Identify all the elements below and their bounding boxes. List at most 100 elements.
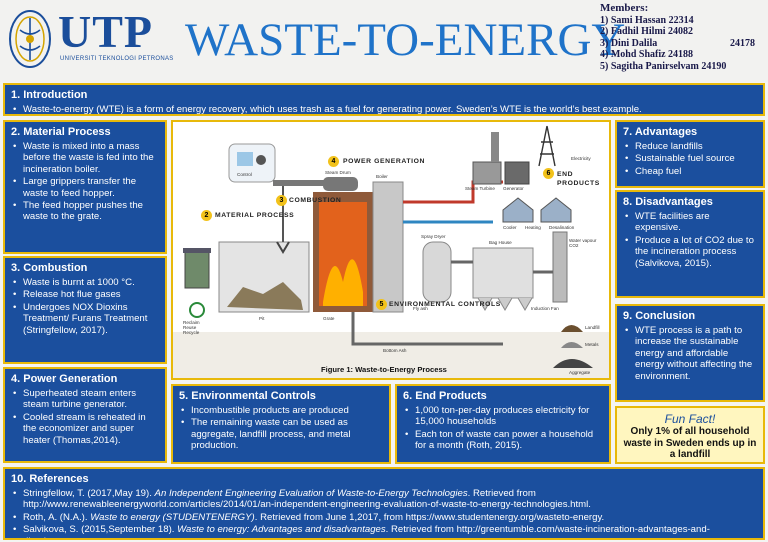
references-panel: 10. References Stringfellow, T. (2017,Ma… — [3, 467, 765, 540]
diagram-small-label: Control — [237, 172, 252, 177]
diagram-small-label: Aggregate — [569, 370, 591, 375]
diagram-small-label: Reclaim Reuse Recycle — [183, 320, 200, 335]
advantages-heading: 7. Advantages — [623, 126, 698, 138]
combustion-panel: 3. Combustion Waste is burnt at 1000 °C.… — [3, 256, 167, 364]
material-process-panel: 2. Material Process Waste is mixed into … — [3, 120, 167, 254]
step-number-badge: 3 — [276, 195, 287, 206]
combustion-heading: 3. Combustion — [11, 262, 88, 274]
diagram-label-material: MATERIAL PROCESS — [215, 212, 295, 219]
list-item: Each ton of waste can power a household … — [405, 429, 603, 452]
reference-item: Salvikova, S. (2015,September 18). Waste… — [13, 524, 757, 538]
member-row: 4) Mohd Shafiz 24188 — [600, 49, 694, 60]
introduction-heading: 1. Introduction — [11, 89, 88, 101]
list-item: Superheated steam enters steam turbine g… — [13, 388, 159, 411]
generator — [504, 161, 530, 185]
list-item: Cheap fuel — [625, 166, 757, 178]
utp-logo-subtitle: UNIVERSITI TEKNOLOGI PETRONAS — [60, 56, 174, 62]
chimney — [491, 132, 499, 162]
diagram-label-combustion: COMBUSTION — [289, 197, 342, 204]
list-item: Cooled stream is reheated in the economi… — [13, 412, 159, 446]
reference-item: Roth, A. (N.A.). Waste to energy (STUDEN… — [13, 512, 757, 524]
wte-process-diagram: 4 POWER GENERATION 3 COMBUSTION 2 MATERI… — [171, 120, 611, 380]
diagram-label-env: ENVIRONMENTAL CONTROLS — [389, 301, 501, 308]
diagram-small-label: Water vapour CO2 — [569, 238, 597, 248]
reference-item: Stringfellow, T. (2017,May 19). An Indep… — [13, 488, 757, 511]
diagram-small-label: Bag House — [489, 240, 512, 245]
end-products-panel: 6. End Products 1,000 ton-per-day produc… — [395, 384, 611, 464]
environmental-controls-heading: 5. Environmental Controls — [179, 390, 316, 402]
power-generation-panel: 4. Power Generation Superheated steam en… — [3, 367, 167, 463]
end-products-heading: 6. End Products — [403, 390, 487, 402]
diagram-small-label: Spray Dryer — [421, 234, 446, 239]
spray-dryer — [422, 241, 452, 303]
step-number-badge: 4 — [328, 156, 339, 167]
step-number-badge: 6 — [543, 168, 554, 179]
list-item: The remaining waste can be used as aggre… — [181, 417, 383, 451]
diagram-small-label: Cooler — [503, 225, 517, 230]
members-heading: Members: — [600, 2, 649, 14]
diagram-small-label: Desalination — [549, 225, 575, 230]
diagram-small-label: Metals — [585, 342, 599, 347]
list-item: WTE facilities are expensive. — [625, 211, 757, 234]
diagram-small-label: Fly ash — [413, 306, 428, 311]
list-item: Reduce landfills — [625, 141, 757, 153]
list-item: Incombustible products are produced — [181, 405, 383, 417]
list-item: WTE process is a path to increase the su… — [625, 325, 757, 382]
members-list: Members: 1) Sami Hassan 22314 2) Fadhil … — [600, 2, 768, 72]
list-item: Waste is burnt at 1000 °C. — [13, 277, 159, 289]
page-title: WASTE-TO-ENERGY — [185, 14, 626, 66]
diagram-small-label: Steam Turbine — [465, 186, 495, 191]
diagram-small-label: Steam Drum — [325, 170, 351, 175]
bag-house — [472, 247, 534, 299]
aggregate-pile — [553, 359, 593, 368]
figure-caption: Figure 1: Waste-to-Energy Process — [321, 365, 447, 374]
waste-bin — [184, 251, 210, 289]
diagram-small-label: Electricity — [571, 156, 591, 161]
diagram-illustration — [173, 125, 609, 378]
fun-fact-title: Fun Fact! — [664, 412, 716, 426]
list-item: Produce a lot of CO2 due to the incinera… — [625, 235, 757, 269]
utp-logo-text: UTP — [58, 6, 153, 57]
diagram-label-end-products: END PRODUCTS — [557, 171, 600, 187]
advantages-panel: 7. Advantages Reduce landfills Sustainab… — [615, 120, 765, 188]
disadvantages-panel: 8. Disadvantages WTE facilities are expe… — [615, 190, 765, 298]
fun-fact-box: Fun Fact! Only 1% of all household waste… — [615, 406, 765, 464]
step-number-badge: 5 — [376, 299, 387, 310]
landfill-pile — [561, 325, 583, 332]
power-generation-heading: 4. Power Generation — [11, 373, 118, 385]
fun-fact-text: Only 1% of all household waste in Sweden… — [623, 426, 757, 460]
utp-logo: UTP UNIVERSITI TEKNOLOGI PETRONAS — [8, 6, 178, 76]
diagram-small-label: Induction Fan — [531, 306, 559, 311]
electricity-pylon — [538, 125, 556, 167]
diagram-small-label: Bottom Ash — [383, 348, 407, 353]
list-item: Release hot flue gases — [13, 289, 159, 301]
list-item: Waste is mixed into a mass before the wa… — [13, 141, 159, 175]
list-item: Large grippers transfer the waste to fee… — [13, 176, 159, 199]
diagram-small-label: Pit — [259, 316, 265, 321]
steam-turbine — [472, 161, 502, 185]
stack — [552, 231, 568, 303]
metal-pile — [561, 342, 583, 348]
diagram-small-label: Landfill — [585, 325, 600, 330]
conclusion-panel: 9. Conclusion WTE process is a path to i… — [615, 304, 765, 402]
houses — [502, 197, 534, 223]
introduction-panel: 1. Introduction Waste-to-energy (WTE) is… — [3, 83, 765, 116]
conclusion-heading: 9. Conclusion — [623, 310, 696, 322]
utp-emblem-icon — [9, 10, 51, 68]
list-item: Undergoes NOX Dioxins Treatment/ Furans … — [13, 302, 159, 336]
diagram-label-power: POWER GENERATION — [343, 158, 425, 165]
list-item: Waste-to-energy (WTE) is a form of energ… — [13, 104, 757, 114]
diagram-small-label: Boiler — [376, 174, 388, 179]
diagram-small-label: Heating — [525, 225, 541, 230]
list-item: Sustainable fuel source — [625, 153, 757, 165]
diagram-small-label: Grate — [323, 316, 335, 321]
poster-header — [0, 0, 768, 82]
disadvantages-heading: 8. Disadvantages — [623, 196, 713, 208]
member-row: 2) Fadhil Hilmi 24082 — [600, 26, 694, 37]
list-item: 1,000 ton-per-day produces electricity f… — [405, 405, 603, 428]
member-row: 1) Sami Hassan 22314 — [600, 14, 694, 26]
environmental-controls-panel: 5. Environmental Controls Incombustible … — [171, 384, 391, 464]
diagram-small-label: Generator — [503, 186, 524, 191]
member-row: 5) Sagitha Panirselvam 24190 — [600, 60, 727, 72]
